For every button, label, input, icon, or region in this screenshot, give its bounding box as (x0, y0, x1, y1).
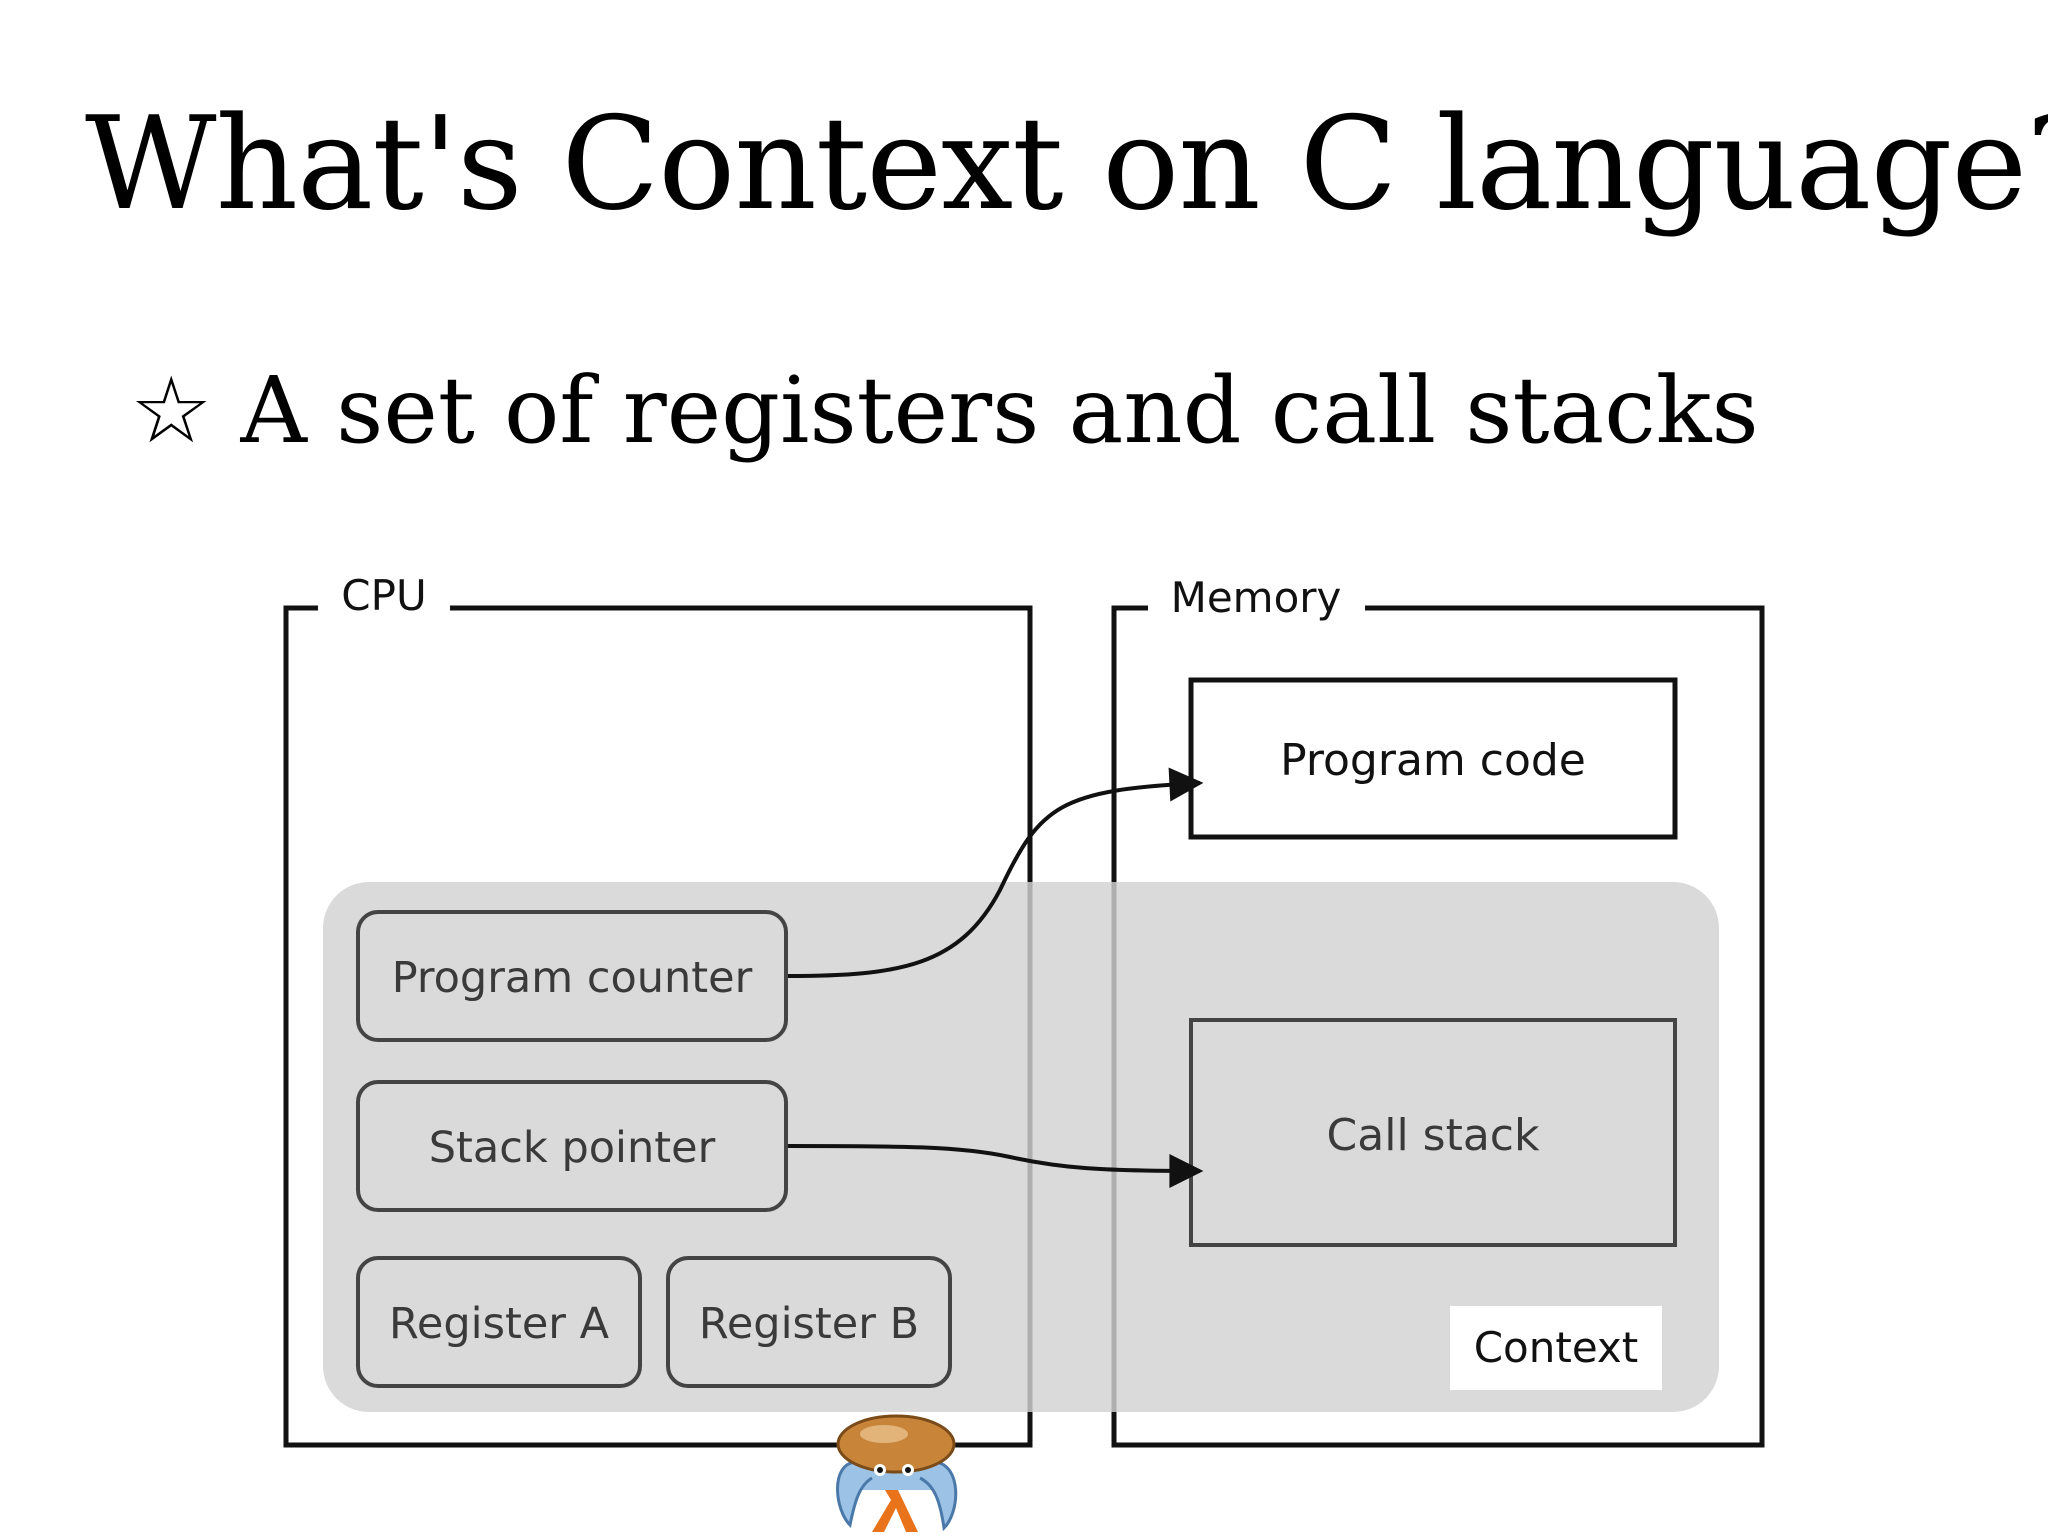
call-stack-label: Call stack (1327, 1110, 1540, 1161)
stack-pointer-box: Stack pointer (356, 1080, 788, 1212)
program-code-label: Program code (1280, 735, 1586, 786)
context-label-box: Context (1450, 1306, 1662, 1390)
stack-pointer-arrow (787, 1144, 1204, 1188)
memory-label: Memory (1171, 573, 1342, 622)
program-code-box: Program code (1188, 677, 1678, 840)
program-counter-box: Program counter (356, 910, 788, 1042)
cpu-label: CPU (341, 571, 426, 620)
context-region (323, 882, 1719, 1412)
program-counter-label: Program counter (392, 953, 753, 1003)
call-stack-box: Call stack (1189, 1018, 1677, 1247)
lambda-mascot-icon (836, 1414, 958, 1532)
bullet-point: ☆ A set of registers and call stacks (130, 360, 1759, 461)
bullet-text: A set of registers and call stacks (240, 357, 1759, 464)
stack-pointer-label: Stack pointer (429, 1123, 716, 1173)
register-a-label: Register A (389, 1299, 610, 1349)
star-bullet-icon: ☆ (130, 357, 213, 464)
context-label: Context (1474, 1323, 1639, 1372)
memory-box: Memory (1111, 573, 1765, 1448)
register-b-label: Register B (699, 1299, 919, 1349)
cpu-box: CPU (283, 571, 1033, 1448)
slide-title: What's Context on C language? (85, 90, 2048, 239)
register-a-box: Register A (356, 1256, 642, 1388)
register-b-box: Register B (666, 1256, 952, 1388)
program-counter-arrow (787, 767, 1204, 978)
